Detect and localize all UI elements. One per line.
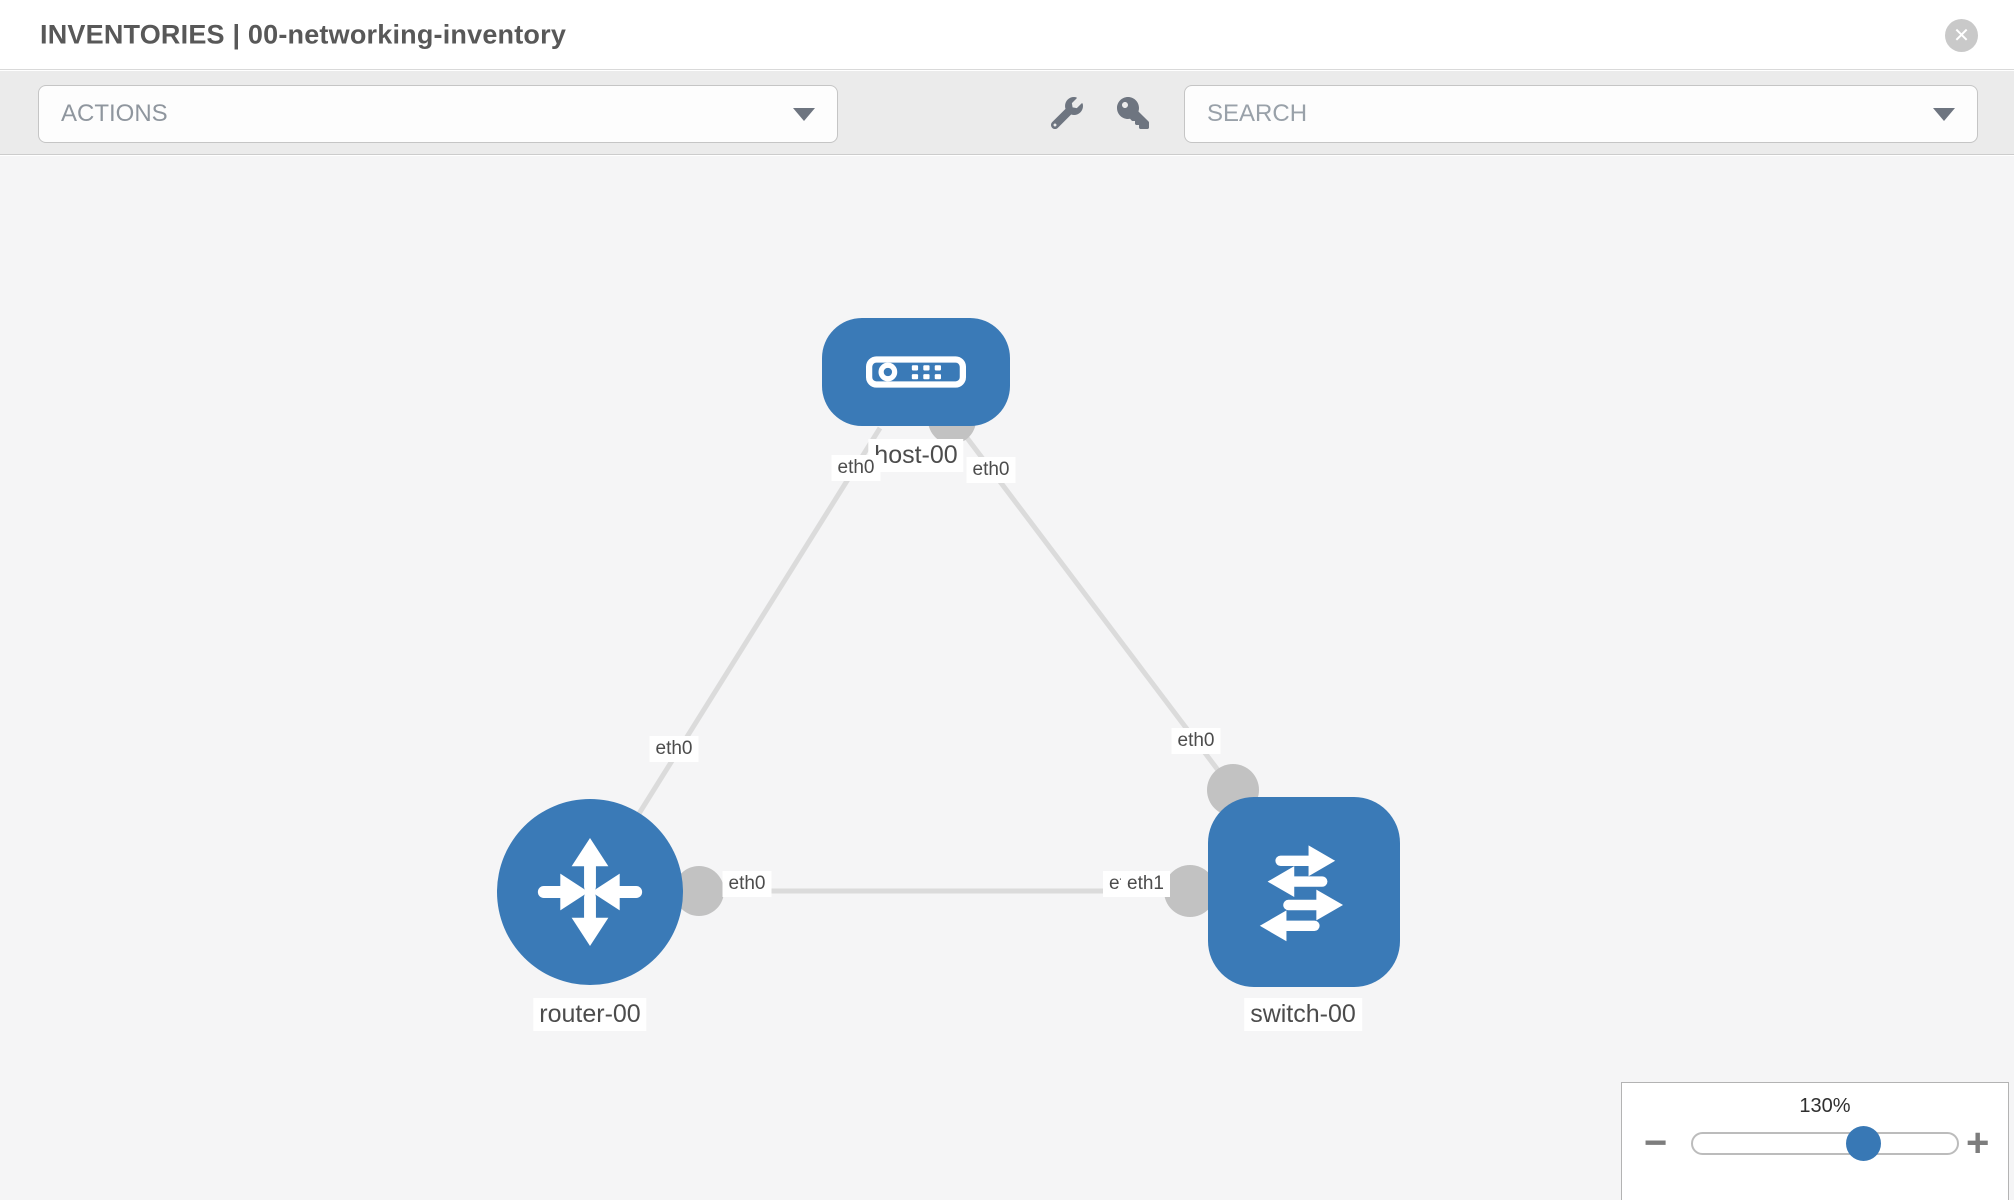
key-icon xyxy=(1117,96,1149,129)
node-label-switch-00: switch-00 xyxy=(1244,998,1362,1032)
page-title: INVENTORIES | 00-networking-inventory xyxy=(40,19,567,49)
interface-label: eth0 xyxy=(1171,728,1221,754)
toolbar: ACTIONS SEARCH xyxy=(0,71,2014,155)
topology-canvas[interactable]: host-00 router-00 switch-00 eth0 eth0 et… xyxy=(0,156,2014,1200)
wrench-button[interactable] xyxy=(1045,91,1089,135)
interface-label: eth0 xyxy=(831,455,881,481)
router-icon xyxy=(537,837,643,947)
zoom-in-button[interactable]: + xyxy=(1966,1121,1990,1165)
search-dropdown[interactable]: SEARCH xyxy=(1184,85,1978,143)
header-bar: INVENTORIES | 00-networking-inventory ✕ xyxy=(0,0,2014,70)
close-icon[interactable]: ✕ xyxy=(1945,19,1978,52)
zoom-panel: 130% − + xyxy=(1621,1082,2009,1200)
zoom-slider-thumb[interactable] xyxy=(1846,1126,1881,1161)
chevron-down-icon xyxy=(1933,108,1955,121)
interface-label: eth0 xyxy=(966,457,1016,483)
search-dropdown-label: SEARCH xyxy=(1207,100,1308,127)
actions-dropdown-label: ACTIONS xyxy=(61,100,168,127)
switch-icon xyxy=(1259,845,1343,942)
connector-dot xyxy=(674,866,724,916)
actions-dropdown[interactable]: ACTIONS xyxy=(38,85,838,143)
connector-dot xyxy=(1164,865,1216,917)
wrench-icon xyxy=(1051,96,1083,129)
interface-label: eth1 xyxy=(1121,871,1170,897)
interface-label: eth0 xyxy=(649,736,699,762)
chevron-down-icon xyxy=(793,108,815,121)
zoom-slider-track[interactable] xyxy=(1691,1132,1959,1155)
host-icon xyxy=(866,356,966,388)
topology-links-layer xyxy=(587,396,1259,917)
zoom-out-button[interactable]: − xyxy=(1644,1121,1668,1165)
node-router-00[interactable] xyxy=(497,799,683,985)
key-button[interactable] xyxy=(1111,91,1155,135)
interface-label: eth0 xyxy=(722,871,772,897)
node-host-00[interactable] xyxy=(822,318,1010,426)
zoom-level: 130% xyxy=(1799,1095,1851,1117)
node-switch-00[interactable] xyxy=(1208,797,1400,987)
node-label-router-00: router-00 xyxy=(533,998,647,1032)
node-label-host-00: host-00 xyxy=(868,439,964,473)
